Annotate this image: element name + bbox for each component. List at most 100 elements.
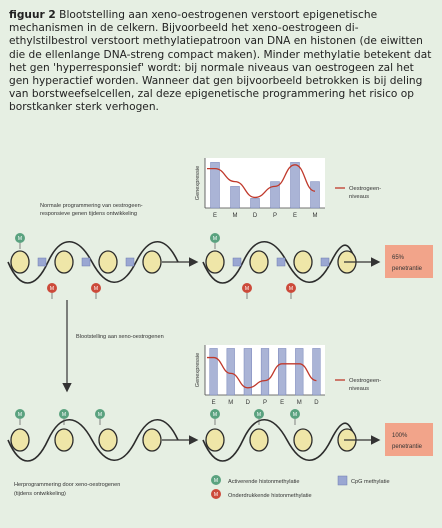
top-activating-mark-symbol: M [18, 236, 22, 242]
top-repressive-mark-1 [47, 283, 57, 293]
top2-nucleosome-2 [249, 250, 269, 274]
top-chart-tick-4: P [273, 213, 277, 219]
bottom-scenario-label-2: (tijdens ontwikkeling) [14, 491, 66, 497]
top-repressive-mark-1-symbol: M [50, 286, 54, 292]
top-chart-bar-5 [290, 162, 300, 209]
top2-repressive-mark-2-symbol: M [289, 286, 293, 292]
top-chart-bar-1 [210, 162, 220, 209]
bottom2-nucleosome-2 [249, 428, 269, 452]
top2-nucleosome-3 [293, 250, 313, 274]
top-repressive-mark-2 [91, 283, 101, 293]
top-outcome-box [385, 245, 433, 278]
top-nucleosome-3 [98, 250, 118, 274]
bottom-activating-mark-2 [59, 409, 69, 419]
top-chart-bar-4 [270, 181, 280, 209]
bottom-nucleosome-3 [98, 428, 118, 452]
top-repressive-mark-2-symbol: M [94, 286, 98, 292]
top-chart-tick-1: E [213, 213, 217, 219]
bottom-activating-mark-1-symbol: M [18, 412, 22, 418]
bottom-activating-mark-2-symbol: M [62, 412, 66, 418]
bottom-chart-legend-line1: Oestrogeen- [349, 378, 381, 384]
bottom-chart-bar-5 [278, 348, 287, 396]
top-chart-oestrogen-line [207, 164, 316, 199]
bottom-chart-tick-5: E [280, 400, 284, 406]
top-chart-bar-6 [310, 181, 320, 209]
top2-cpg-site-2 [276, 257, 286, 267]
bottom-chart-tick-7: D [314, 400, 319, 406]
bottom-chart-tick-3: D [246, 400, 251, 406]
top-chart-bar-2 [230, 186, 240, 209]
bottom-chart-bar-1 [209, 348, 218, 396]
top-cpg-site-3 [125, 257, 135, 267]
activating-legend-icon [211, 475, 221, 485]
top-outcome-percent: 65% [392, 255, 405, 261]
bottom2-nucleosome-1 [205, 428, 225, 452]
repressive-legend-icon [211, 489, 221, 499]
bottom-activating-mark-3-symbol: M [98, 412, 102, 418]
exposure-label: Blootstelling aan xeno-oestrogenen [76, 334, 164, 340]
bottom-chart-tick-1: E [212, 400, 216, 406]
repressive-legend-symbol: M [214, 492, 218, 498]
top-nucleosome-2 [54, 250, 74, 274]
top2-repressive-mark-2 [286, 283, 296, 293]
bottom-outcome-percent: 100% [392, 433, 408, 439]
bottom2-activating-mark-2 [254, 409, 264, 419]
activating-legend-symbol: M [214, 478, 218, 484]
bottom-chart-oestrogen-line [207, 356, 317, 389]
top2-activating-mark [210, 233, 220, 243]
bottom-chart-bar-3 [243, 348, 252, 396]
top-scenario-label-2: responsieve genen tijdens ontwikkeling [40, 211, 137, 217]
bottom2-activating-mark-2-symbol: M [257, 412, 261, 418]
bottom-outcome-label: penetrantie [392, 444, 423, 450]
top2-activating-mark-symbol: M [213, 236, 217, 242]
top-chart-bar-3 [250, 198, 260, 209]
bottom-chart-bar-2 [226, 348, 235, 396]
top-chart-tick-5: E [293, 213, 297, 219]
activating-legend-label: Activerende histonmethylatie [228, 479, 300, 485]
top2-repressive-mark-1-symbol: M [245, 286, 249, 292]
bottom-chart-legend-line2: niveaus [349, 386, 369, 392]
cpg-legend-icon [337, 475, 348, 486]
top-nucleosome-4 [142, 250, 162, 274]
bottom-chart-bar-6 [295, 348, 304, 396]
bottom-outcome-box [385, 423, 433, 456]
top-chart-legend-line2: niveaus [349, 194, 369, 200]
bottom-activating-mark-1 [15, 409, 25, 419]
top-chart-tick-6: M [313, 213, 318, 219]
bottom-chart-bar-7 [312, 348, 321, 396]
bottom-chart-tick-4: P [263, 400, 267, 406]
bottom-chart-bar-4 [260, 348, 270, 396]
top2-nucleosome-1 [205, 250, 225, 274]
top-chart-legend-line1: Oestrogeen- [349, 186, 381, 192]
top-cpg-site-1 [37, 257, 47, 267]
bottom-nucleosome-2 [54, 428, 74, 452]
bottom-chart-y-label: Genexpressie [195, 353, 201, 388]
bottom2-activating-mark-1 [210, 409, 220, 419]
top-activating-mark [15, 233, 25, 243]
cpg-legend-label: CpG methylatie [351, 479, 390, 485]
top-chart-tick-3: D [253, 213, 258, 219]
top-chart-tick-2: M [233, 213, 238, 219]
figure-label: figuur 2 [9, 9, 56, 21]
bottom2-activating-mark-3 [290, 409, 300, 419]
top-chart-plot-area [205, 158, 325, 208]
figure-caption: figuur 2 Blootstelling aan xeno-oestroge… [9, 9, 437, 115]
top2-cpg-site-3 [320, 257, 330, 267]
caption-text: Blootstelling aan xeno-oestrogenen verst… [9, 9, 432, 114]
bottom-nucleosome-1 [10, 428, 30, 452]
bottom2-activating-mark-3-symbol: M [293, 412, 297, 418]
bottom-chart-tick-6: M [297, 400, 302, 406]
top-nucleosome-1 [10, 250, 30, 274]
repressive-legend-label: Onderdrukkende histonmethylatie [228, 493, 312, 499]
bottom2-nucleosome-3 [293, 428, 313, 452]
top2-repressive-mark-1 [242, 283, 252, 293]
bottom-chart-tick-2: M [228, 400, 233, 406]
top-chart-y-label: Genexpressie [195, 166, 201, 201]
bottom-scenario-label-1: Herprogrammering door xeno-oestrogenen [14, 482, 120, 488]
bottom-nucleosome-4 [142, 428, 162, 452]
